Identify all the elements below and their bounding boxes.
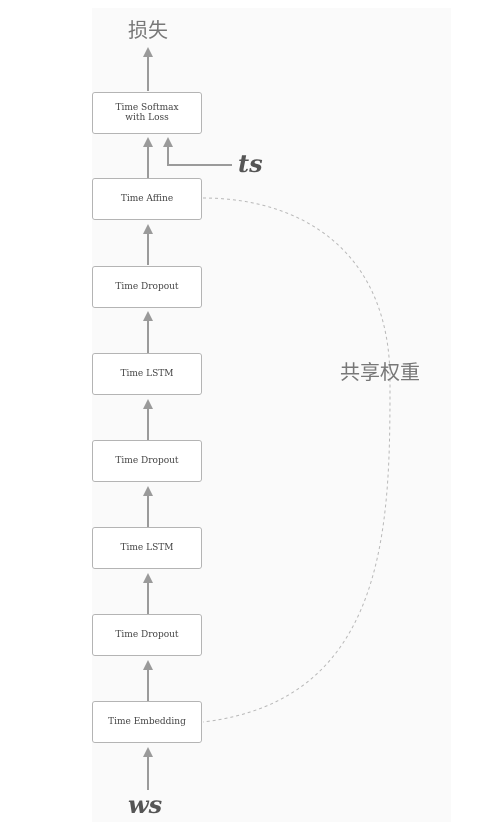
time-dropout-block: Time Dropout bbox=[92, 614, 202, 656]
block-label: Time Dropout bbox=[115, 456, 179, 466]
target-variable: ts bbox=[238, 149, 263, 178]
block-label: Time Affine bbox=[120, 194, 174, 204]
time-dropout-block: Time Dropout bbox=[92, 440, 202, 482]
block-label: Time LSTM bbox=[120, 369, 174, 379]
time-lstm-block: Time LSTM bbox=[92, 353, 202, 395]
block-label: Time Dropout bbox=[115, 630, 179, 640]
shared-weights-label: 共享权重 bbox=[340, 360, 420, 384]
block-label: Time Softmax with Loss bbox=[115, 103, 179, 123]
block-label: Time LSTM bbox=[120, 543, 174, 553]
block-label: Time Embedding bbox=[108, 717, 186, 727]
arrow-target-to-softmax bbox=[163, 137, 232, 166]
time-dropout-block: Time Dropout bbox=[92, 266, 202, 308]
input-variable: ws bbox=[128, 790, 163, 819]
shared-weight-curve bbox=[202, 197, 391, 723]
time-embedding-block: Time Embedding bbox=[92, 701, 202, 743]
block-label: Time Dropout bbox=[115, 282, 179, 292]
time-lstm-block: Time LSTM bbox=[92, 527, 202, 569]
loss-label: 损失 bbox=[128, 18, 168, 42]
time-softmax-with-loss-block: Time Softmax with Loss bbox=[92, 92, 202, 134]
time-affine-block: Time Affine bbox=[92, 178, 202, 220]
